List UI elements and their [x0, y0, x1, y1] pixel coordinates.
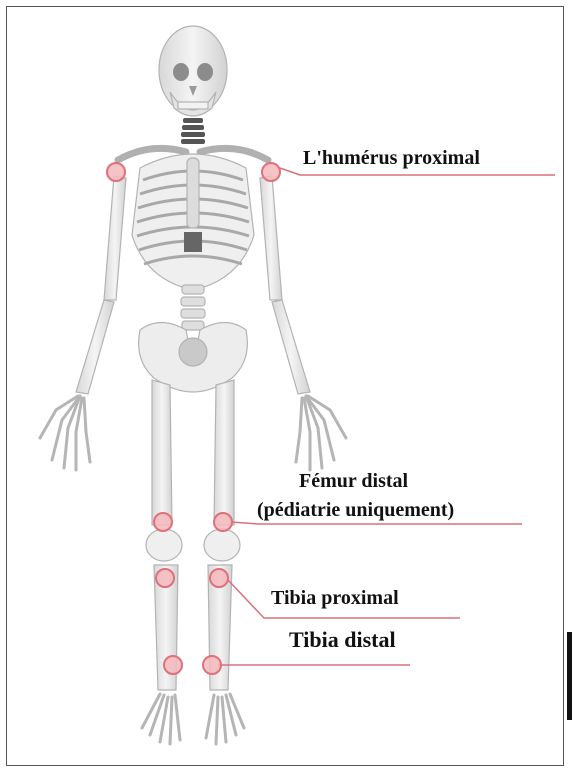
marker-femur-left: [154, 513, 172, 531]
edge-bar: [567, 632, 572, 720]
marker-tibia-dist-right: [203, 656, 221, 674]
label-tibia-distal: Tibia distal: [289, 628, 396, 652]
marker-humerus-left: [107, 163, 125, 181]
cervical-spine: [181, 118, 205, 144]
knee-left: [146, 529, 182, 561]
sternum: [187, 158, 199, 228]
marker-tibia-dist-left: [164, 656, 182, 674]
marker-tibia-prox-right: [210, 569, 228, 587]
marker-humerus-right: [262, 163, 280, 181]
label-humerus-proximal: L'humérus proximal: [303, 146, 480, 170]
leader-femur: [231, 522, 522, 524]
humerus-left: [104, 176, 126, 300]
hand-right: [296, 396, 346, 470]
label-femur-pediatric: (pédiatrie uniquement): [257, 498, 454, 522]
humerus-right: [260, 176, 282, 300]
lumbar-spine: [181, 285, 205, 330]
hand-left: [40, 396, 90, 470]
label-femur-distal: Fémur distal: [299, 469, 408, 493]
femur-left: [152, 380, 172, 525]
skull: [159, 26, 227, 114]
marker-femur-right: [214, 513, 232, 531]
foot-right: [206, 694, 244, 744]
knee-right: [204, 529, 240, 561]
foot-left: [142, 694, 180, 744]
marker-tibia-prox-left: [156, 569, 174, 587]
forearm-left: [76, 300, 114, 394]
femur-right: [214, 380, 234, 525]
label-tibia-proximal: Tibia proximal: [271, 586, 399, 610]
forearm-right: [272, 300, 310, 394]
